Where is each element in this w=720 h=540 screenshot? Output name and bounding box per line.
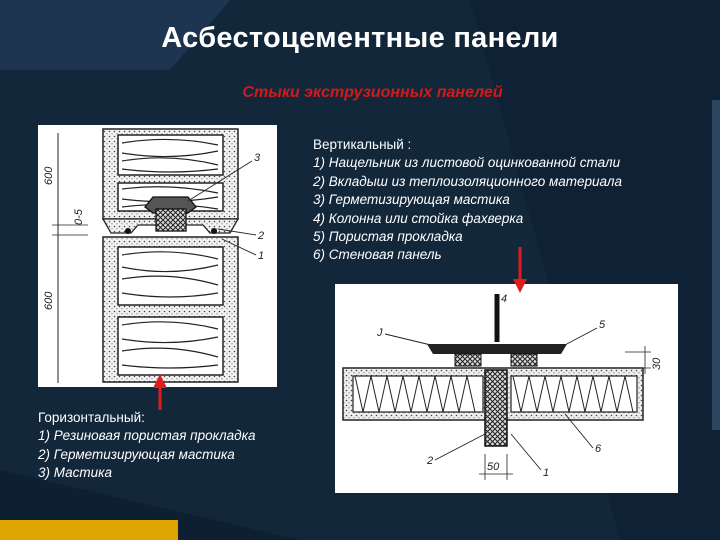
vertical-heading: Вертикальный : (313, 137, 412, 152)
dim-top-label: 600 (43, 166, 55, 185)
right-callout-2: 2 (426, 455, 433, 467)
vertical-item: 5) Пористая прокладка (313, 229, 463, 245)
vertical-joint-legend: Вертикальный : 1) Нащельник из листовой … (313, 136, 622, 265)
right-callout-5: 5 (599, 319, 606, 331)
dim-height-label: 30 (651, 357, 663, 370)
left-callout-2: 2 (257, 230, 264, 242)
dim-bottom-label: 600 (43, 291, 55, 310)
horizontal-joint-drawing: 600 0-5 600 3 2 1 (38, 125, 277, 387)
vertical-item: 2) Вкладыш из теплоизоляционного материа… (313, 173, 622, 189)
slide-subtitle: Стыки экструзионных панелей (242, 84, 503, 101)
slide-title: Асбестоцементные панели (161, 22, 559, 54)
horizontal-joint-legend: Горизонтальный: 1) Резиновая пористая пр… (38, 409, 255, 483)
arrow-to-vertical-drawing (513, 247, 527, 293)
arrow-to-horizontal-drawing (153, 374, 167, 410)
horizontal-item: 1) Резиновая пористая прокладка (38, 428, 256, 444)
left-callout-1: 1 (258, 250, 264, 262)
right-callout-6: 6 (595, 443, 602, 455)
right-callout-1: 1 (543, 467, 549, 479)
vertical-item: 3) Герметизирующая мастика (313, 192, 510, 208)
accent-bar (0, 520, 178, 540)
horizontal-item: 3) Мастика (38, 465, 113, 481)
vertical-joint-drawing: 4 J 5 30 50 2 1 6 (335, 284, 678, 493)
vertical-item: 1) Нащельник из листовой оцинкованной ст… (313, 155, 621, 171)
horizontal-item: 2) Герметизирующая мастика (38, 446, 235, 462)
horizontal-heading: Горизонтальный: (38, 410, 145, 425)
right-callout-3: J (376, 327, 383, 339)
left-callout-3: 3 (254, 152, 261, 164)
dim-gap-label: 0-5 (73, 208, 85, 225)
vertical-item: 6) Стеновая панель (313, 247, 442, 263)
vertical-item: 4) Колонна или стойка фахверка (313, 210, 524, 226)
dim-width-label: 50 (487, 461, 500, 473)
right-callout-4: 4 (501, 293, 507, 305)
